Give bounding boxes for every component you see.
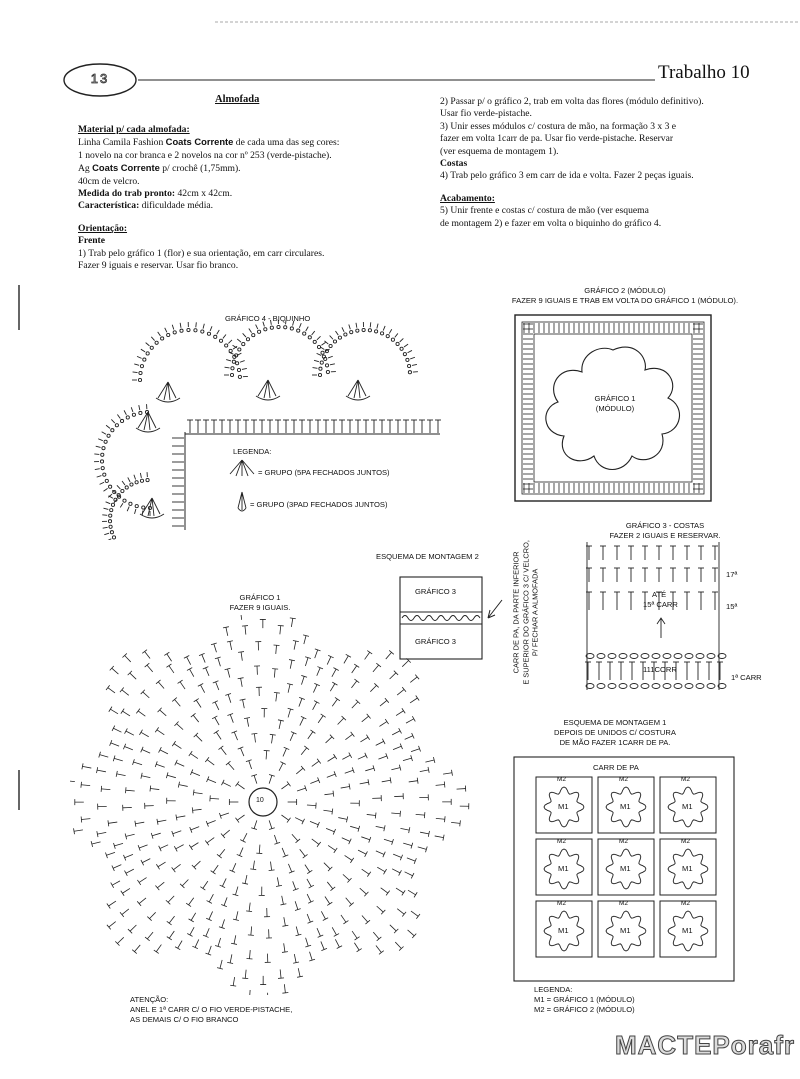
header-decor: [63, 21, 800, 97]
module-m2-label: M2: [681, 900, 691, 907]
module-m2-label: M2: [619, 776, 629, 783]
ring-count: 10: [256, 797, 264, 804]
module-m1-label: M1: [682, 926, 693, 935]
grafico3-diagram: [585, 542, 727, 690]
g4-legend-item: = GRUPO (3PAD FECHADOS JUNTOS): [250, 500, 388, 509]
front-step: Fazer 9 iguais e reservar. Usar fio bran…: [78, 260, 239, 272]
orientation-heading: Orientação:: [78, 222, 128, 234]
finish-heading: Acabamento:: [440, 192, 495, 204]
module-m2-label: M2: [557, 838, 567, 845]
module-m2-label: M2: [557, 900, 567, 907]
grafico2-diagram: [514, 314, 712, 502]
step-line: 4) Trab pelo gráfico 3 em carr de ida e …: [440, 170, 694, 182]
grafico2-title: GRÁFICO 2 (MÓDULO) FAZER 9 IGUAIS E TRAB…: [511, 286, 739, 305]
step-line: Usar fio verde-pistache.: [440, 108, 532, 120]
module-m2-label: M2: [681, 838, 691, 845]
step-line: de montagem 2) e fazer em volta o biquin…: [440, 217, 662, 229]
grafico1-title: GRÁFICO 1 FAZER 9 IGUAIS.: [229, 593, 291, 612]
module-m2-label: M2: [557, 776, 567, 783]
esquema2-vertical-note: CARR DE PA, DA PARTE INFERIOR E SUPERIOR…: [511, 540, 540, 685]
module-m1-label: M1: [620, 864, 631, 873]
row-label: 1ª CARR: [731, 673, 762, 682]
module-m1-label: M1: [682, 802, 693, 811]
front-heading: Frente: [78, 235, 105, 247]
page-number: 13: [90, 71, 110, 87]
module-m1-label: M1: [558, 864, 569, 873]
step-line: 2) Passar p/ o gráfico 2, trab em volta …: [440, 96, 704, 107]
velcro-line: 40cm de velcro.: [78, 175, 140, 187]
esquema2-diagram: [399, 576, 503, 660]
row-label: 15ª: [726, 602, 738, 611]
step-line: 3) Unir esses módulos c/ costura de mão,…: [440, 120, 677, 132]
margin-marks: [18, 285, 20, 810]
section-heading: Almofada: [215, 94, 260, 105]
watermark: MACTEPorafr: [614, 1030, 796, 1061]
esquema1-legend: LEGENDA: M1 = GRÁFICO 1 (MÓDULO) M2 = GR…: [534, 985, 635, 1014]
carr-de-pa-label: CARR DE PA: [593, 763, 639, 772]
module-m1-label: M1: [620, 802, 631, 811]
ate-label: ATÉ: [652, 590, 667, 599]
fan-symbol-icon: [229, 459, 255, 512]
ate-label: 15ª CARR: [643, 600, 678, 609]
esquema2-top-box: GRÁFICO 3: [415, 587, 456, 596]
grafico3-title: GRÁFICO 3 - COSTAS FAZER 2 IGUAIS E RESE…: [609, 521, 721, 540]
size-line: Medida do trab pronto: 42cm x 42cm.: [78, 188, 233, 200]
instructions-block: 2) Passar p/ o gráfico 2, trab em volta …: [440, 96, 704, 230]
material-heading: Material p/ cada almofada:: [78, 124, 190, 135]
module-m1-label: M1: [558, 926, 569, 935]
module-m2-label: M2: [619, 838, 629, 845]
g4-legend-item: = GRUPO (5PA FECHADOS JUNTOS): [258, 468, 390, 477]
step-line: 5) Unir frente e costas c/ costura de mã…: [440, 205, 649, 217]
module-m2-label: M2: [619, 900, 629, 907]
module-m1-label: M1: [558, 802, 569, 811]
needle-line: Ag Coats Corrente p/ crochê (1,75mm).: [78, 162, 241, 175]
material-line: 1 novelo na cor branca e 2 novelos na co…: [78, 149, 332, 161]
back-heading: Costas: [440, 158, 468, 170]
row-label: 17ª: [726, 570, 738, 579]
step-line: (ver esquema de montagem 1).: [440, 145, 559, 157]
grafico4-title: GRÁFICO 4 - BIQUINHO: [225, 314, 311, 323]
esquema1-diagram: [513, 756, 735, 982]
grafico4-diagram: [94, 320, 441, 540]
front-step: 1) Trab pelo gráfico 1 (flor) e sua orie…: [78, 247, 325, 259]
grafico1-diagram: [70, 615, 470, 995]
module-m2-label: M2: [681, 776, 691, 783]
materials-block: Material p/ cada almofada: Linha Camila …: [78, 124, 339, 272]
corr-label: 111CORR: [643, 665, 677, 674]
g4-legend-title: LEGENDA:: [233, 447, 272, 456]
step-line: fazer em volta 1carr de pa. Usar fio ver…: [440, 133, 674, 145]
material-line: Linha Camila Fashion Coats Corrente de c…: [78, 136, 340, 149]
esquema2-bottom-box: GRÁFICO 3: [415, 637, 456, 646]
difficulty-line: Característica: dificuldade média.: [78, 200, 214, 212]
module-m1-label: M1: [682, 864, 693, 873]
esquema2-title: ESQUEMA DE MONTAGEM 2: [376, 552, 479, 561]
grafico1-note: ATENÇÃO: ANEL E 1ª CARR C/ O FIO VERDE-P…: [130, 995, 293, 1024]
module-m1-label: M1: [620, 926, 631, 935]
grafico2-center-label: GRÁFICO 1 (MÓDULO): [594, 394, 636, 413]
esquema1-title: ESQUEMA DE MONTAGEM 1 DEPOIS DE UNIDOS C…: [554, 718, 676, 747]
page-title: Trabalho 10: [658, 62, 750, 83]
